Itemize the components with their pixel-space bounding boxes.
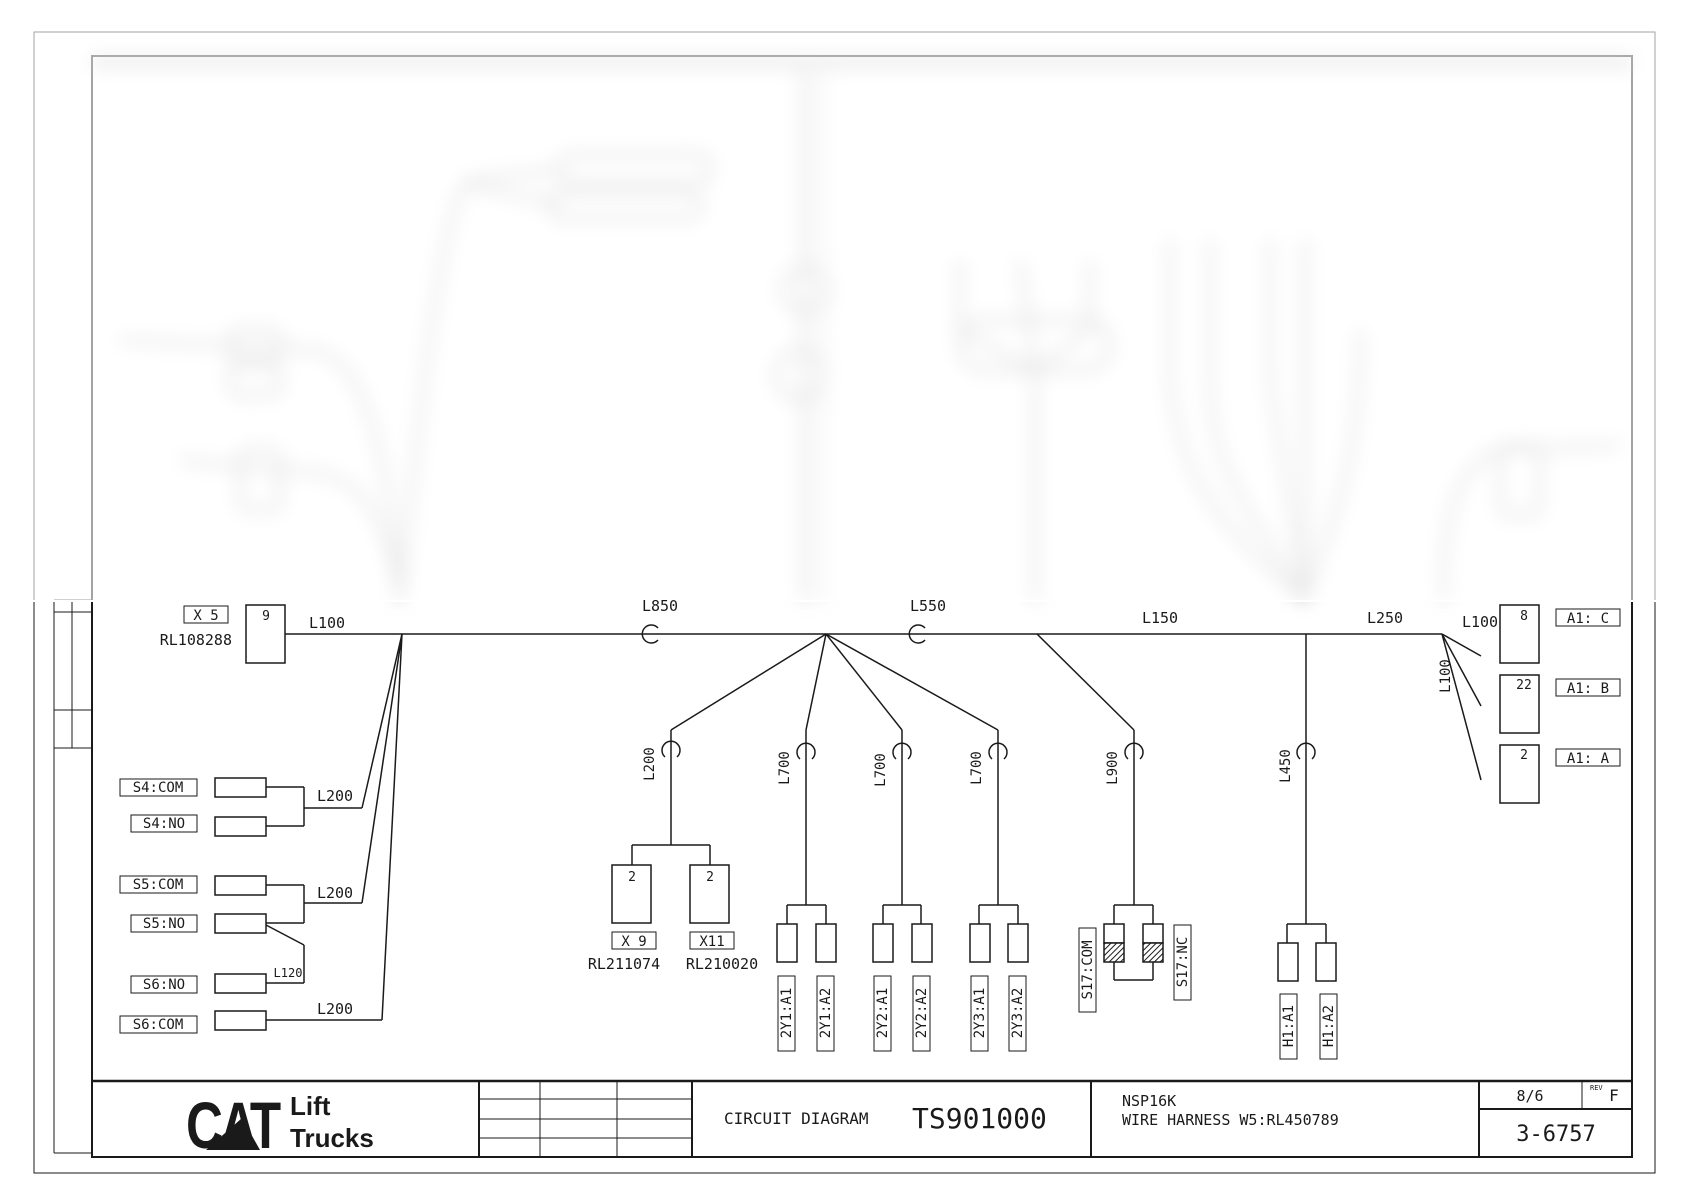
wire-l700-2y2: L700 xyxy=(873,753,889,787)
splice-markers xyxy=(641,624,1316,760)
x5-pin: 9 xyxy=(262,609,270,624)
pin-2y2-a2: 2Y2:A2 xyxy=(914,988,930,1039)
connector-housings xyxy=(214,604,1540,1031)
rev-value: F xyxy=(1609,1086,1619,1105)
title-block xyxy=(92,1079,1632,1157)
cat-logo: CAT Lift Trucks xyxy=(186,1088,374,1162)
a1-c-pin: 8 xyxy=(1520,609,1528,624)
pin-2y2-a1: 2Y2:A1 xyxy=(875,988,891,1039)
model: NSP16K xyxy=(1122,1092,1176,1110)
harness: WIRE HARNESS W5:RL450789 xyxy=(1122,1111,1339,1129)
wire-l200-s4: L200 xyxy=(317,787,353,805)
s17-terminals xyxy=(1103,923,1164,963)
wire-l250: L250 xyxy=(1367,609,1403,627)
s4-com-label: S4:COM xyxy=(133,780,184,796)
logo-triangle-icon xyxy=(206,1118,260,1150)
wire-l200-s5: L200 xyxy=(317,884,353,902)
doc-number: TS901000 xyxy=(912,1102,1047,1135)
pin-2y3-a1: 2Y3:A1 xyxy=(972,988,988,1039)
wire-l700-2y3: L700 xyxy=(969,751,985,785)
x11-part: RL210020 xyxy=(686,955,758,973)
x9-part: RL211074 xyxy=(588,955,660,973)
wire-l200-s6: L200 xyxy=(317,1000,353,1018)
x5-part: RL108288 xyxy=(160,631,232,649)
wire-l100-left: L100 xyxy=(309,614,345,632)
x9-pin: 2 xyxy=(628,870,636,885)
s6-no-label: S6:NO xyxy=(143,977,185,993)
logo-brand: CAT xyxy=(186,1088,281,1162)
a1-a-label: A1: A xyxy=(1567,751,1610,767)
wire-l850: L850 xyxy=(642,597,678,615)
s6-com-label: S6:COM xyxy=(133,1017,184,1033)
wire-l200-x9: L200 xyxy=(642,747,658,781)
s4-no-label: S4:NO xyxy=(143,816,185,832)
x11-pin: 2 xyxy=(706,870,714,885)
a1-c-label: A1: C xyxy=(1567,611,1609,627)
pin-2y1-a2: 2Y1:A2 xyxy=(818,988,834,1039)
logo-line2: Trucks xyxy=(290,1123,374,1153)
wire-l550: L550 xyxy=(910,597,946,615)
wire-l100-right: L100 xyxy=(1462,613,1498,631)
pin-2y1-a1: 2Y1:A1 xyxy=(779,988,795,1039)
drawing-number: 3-6757 xyxy=(1516,1122,1595,1147)
pin-s17-com: S17:COM xyxy=(1080,940,1096,999)
a1-b-label: A1: B xyxy=(1567,681,1609,697)
wire-l150: L150 xyxy=(1142,609,1178,627)
wiring xyxy=(265,633,1482,1021)
label-boxes xyxy=(119,605,1621,1060)
doc-type: CIRCUIT DIAGRAM xyxy=(724,1109,869,1128)
wire-l700-2y1: L700 xyxy=(777,751,793,785)
a1-a-pin: 2 xyxy=(1520,748,1528,763)
x5-label: X 5 xyxy=(193,608,218,624)
x11-label: X11 xyxy=(699,934,724,950)
wire-l450: L450 xyxy=(1278,749,1294,783)
logo-line1: Lift xyxy=(290,1091,331,1121)
x9-label: X 9 xyxy=(621,934,646,950)
wire-l900: L900 xyxy=(1105,751,1121,785)
pin-2y3-a2: 2Y3:A2 xyxy=(1010,988,1026,1039)
pin-h1-a1: H1:A1 xyxy=(1281,1005,1297,1047)
pin-s17-nc: S17:NC xyxy=(1175,937,1191,988)
obscured-overlay xyxy=(0,0,1684,600)
wire-l100-vert: L100 xyxy=(1438,659,1454,693)
sheet-number: 8/6 xyxy=(1516,1087,1543,1105)
a1-b-pin: 22 xyxy=(1516,678,1532,693)
rev-label: REV xyxy=(1590,1084,1603,1092)
s5-com-label: S5:COM xyxy=(133,877,184,893)
pin-h1-a2: H1:A2 xyxy=(1321,1005,1337,1047)
s5-no-label: S5:NO xyxy=(143,916,185,932)
wire-l120: L120 xyxy=(274,966,303,980)
